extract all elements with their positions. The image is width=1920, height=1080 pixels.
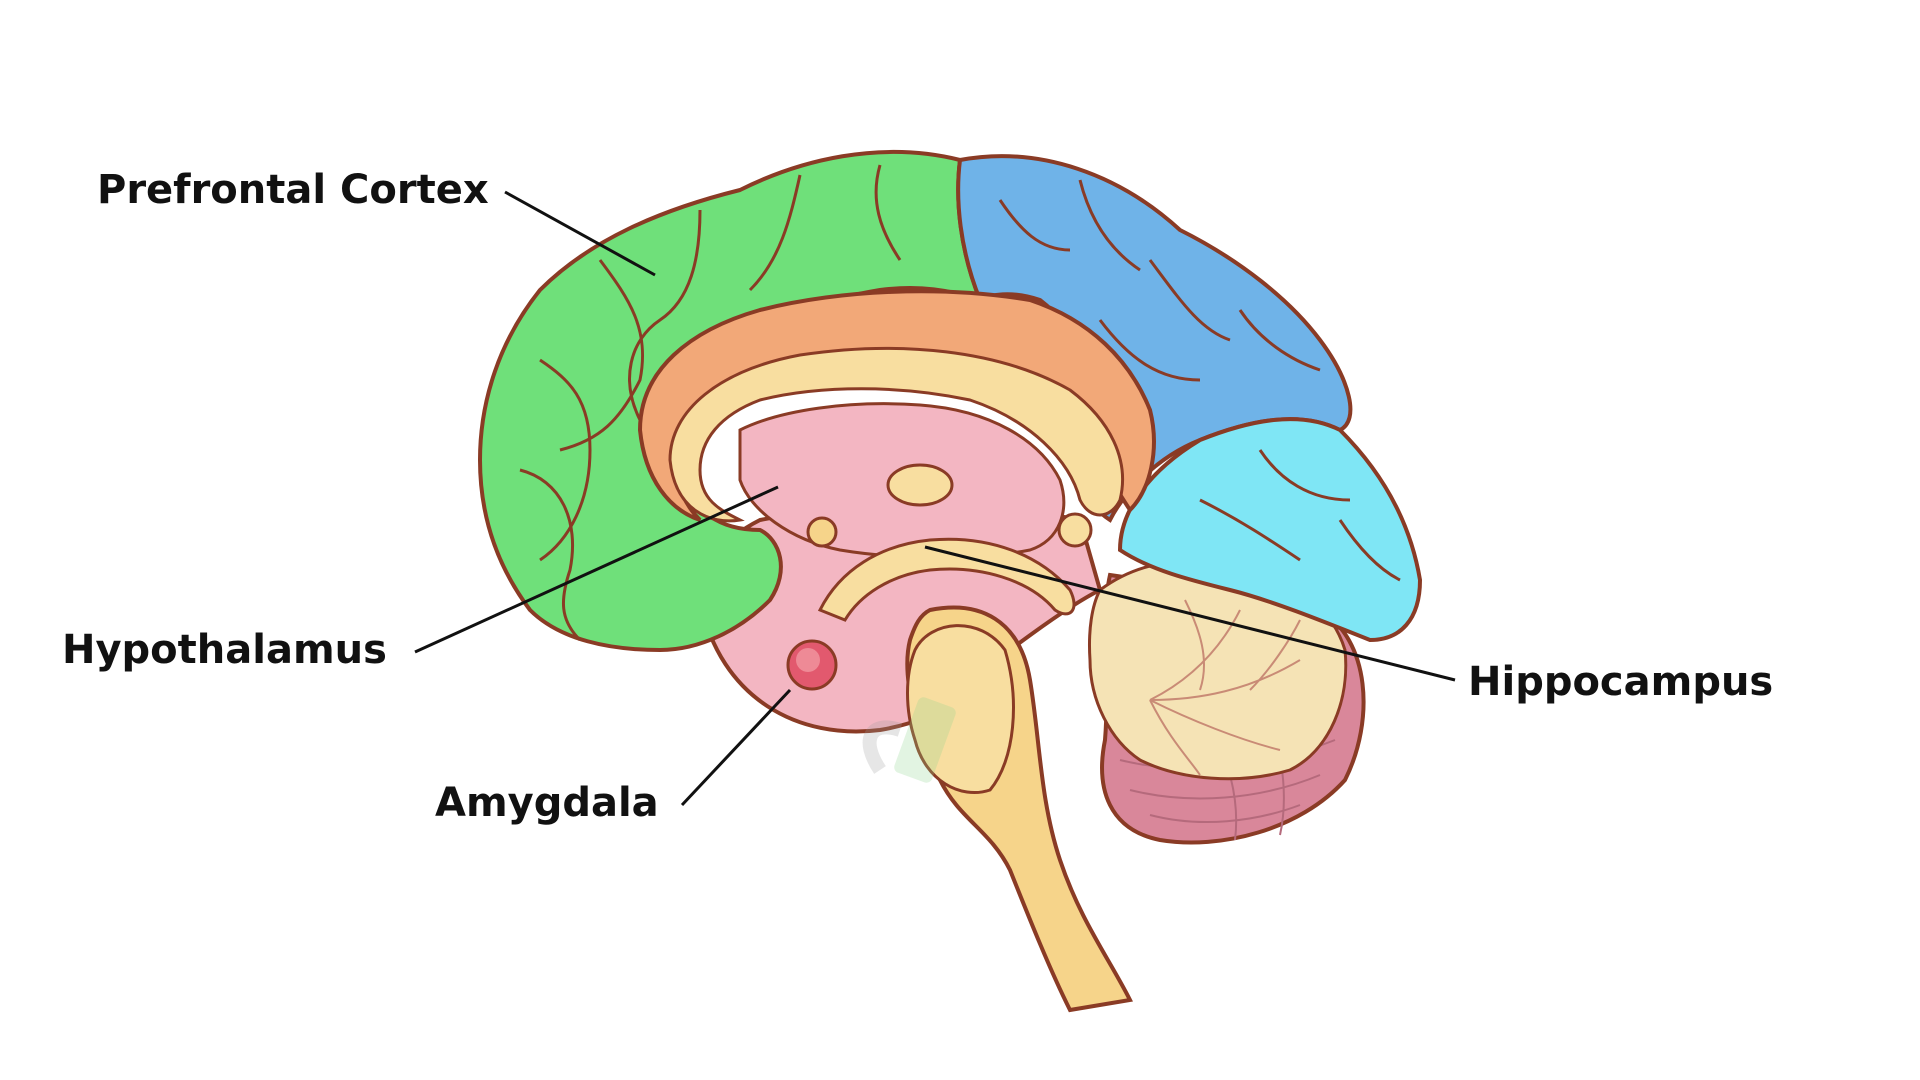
- hypothalamus-leader: [414, 485, 779, 654]
- hypothalamus-node: [806, 516, 838, 548]
- pineal-body: [1057, 512, 1093, 548]
- parietal-gyri: [998, 179, 1321, 382]
- corpus-callosum: [668, 346, 1125, 523]
- faint-logo-icon: [862, 697, 956, 783]
- amygdala-leader: [680, 688, 792, 807]
- hypothalamus-label: Hypothalamus: [62, 627, 387, 673]
- occipital-lobe: [1117, 417, 1423, 643]
- amygdala-label: Amygdala: [435, 780, 659, 826]
- pons: [906, 624, 1015, 795]
- prefrontal-cortex-label: Prefrontal Cortex: [97, 167, 489, 213]
- occipital-gyri: [1199, 449, 1401, 582]
- hippocampus-label: Hippocampus: [1468, 659, 1774, 705]
- thalamus: [886, 463, 954, 507]
- prefrontal-cortex-leader: [504, 190, 656, 277]
- hippocampus-leader: [924, 545, 1456, 682]
- amygdala-shape-highlight: [796, 648, 820, 672]
- frontal-gyri: [519, 164, 902, 642]
- fornix: [817, 537, 1076, 622]
